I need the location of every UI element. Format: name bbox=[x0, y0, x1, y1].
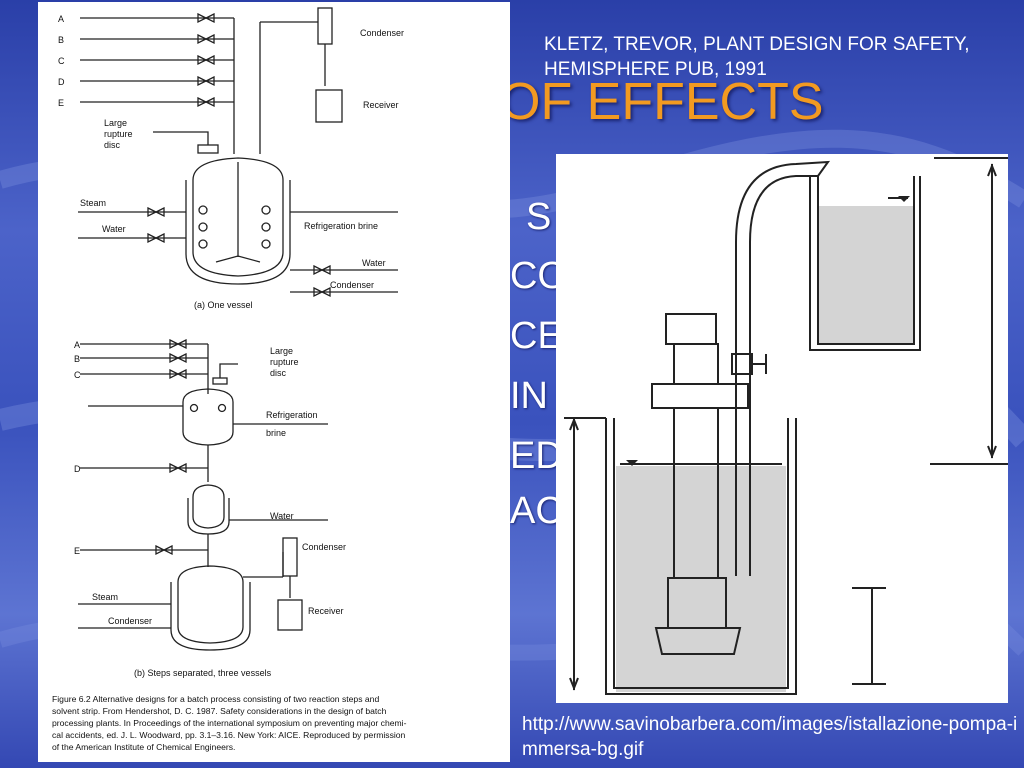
process-diagram-figure: A B C D E Condenser Receiver Large ruptu… bbox=[38, 2, 510, 762]
feed-label-a: A bbox=[74, 340, 80, 350]
water-label: Water bbox=[102, 224, 126, 234]
slide-title: OF EFFECTS bbox=[500, 73, 824, 131]
bullet-text: IN bbox=[510, 375, 548, 417]
rupture-disc-label: rupture bbox=[104, 129, 133, 139]
condenser-label: Condenser bbox=[108, 616, 152, 626]
rupture-disc-label: Large bbox=[104, 118, 127, 128]
condenser-label: Condenser bbox=[330, 280, 374, 290]
receiver-label: Receiver bbox=[308, 606, 344, 616]
refrigeration-label: Refrigeration bbox=[266, 410, 318, 420]
condenser-label: Condenser bbox=[360, 28, 404, 38]
feed-label-e: E bbox=[58, 98, 64, 108]
citation-text: KLETZ, TREVOR, PLANT DESIGN FOR SAFETY, … bbox=[544, 34, 970, 80]
bullet-text: CE bbox=[510, 315, 563, 357]
rupture-disc-label: rupture bbox=[270, 357, 299, 367]
caption-b: (b) Steps separated, three vessels bbox=[134, 668, 272, 678]
feed-label-e: E bbox=[74, 546, 80, 556]
rupture-disc-label: disc bbox=[104, 140, 121, 150]
water-label: Water bbox=[362, 258, 386, 268]
bullet-text: ED bbox=[510, 435, 563, 477]
caption-a: (a) One vessel bbox=[194, 300, 253, 310]
figure-caption-line: solvent strip. From Hendershot, D. C. 19… bbox=[52, 706, 387, 716]
refrigeration-brine-label: Refrigeration brine bbox=[304, 221, 378, 231]
water-label: Water bbox=[270, 511, 294, 521]
feed-label-b: B bbox=[58, 35, 64, 45]
bullet-text: AC bbox=[510, 490, 563, 532]
feed-label-b: B bbox=[74, 354, 80, 364]
bullet-text: S bbox=[526, 196, 552, 238]
brine-label: brine bbox=[266, 428, 286, 438]
rupture-disc-label: disc bbox=[270, 368, 287, 378]
steam-label: Steam bbox=[92, 592, 118, 602]
feed-label-d: D bbox=[74, 464, 81, 474]
feed-label-d: D bbox=[58, 77, 65, 87]
feed-label-c: C bbox=[74, 370, 81, 380]
figure-caption-line: processing plants. In Proceedings of the… bbox=[52, 718, 407, 728]
condenser-label: Condenser bbox=[302, 542, 346, 552]
steam-label: Steam bbox=[80, 198, 106, 208]
feed-label-c: C bbox=[58, 56, 65, 66]
source-url-link[interactable]: http://www.savinobarbera.com/images/ista… bbox=[522, 714, 1018, 760]
figure-caption-line: of the American Institute of Chemical En… bbox=[52, 742, 235, 752]
receiver-label: Receiver bbox=[363, 100, 399, 110]
figure-caption-line: cal accidents, ed. J. L. Woodward, pp. 3… bbox=[52, 730, 406, 740]
pump-installation-figure bbox=[556, 154, 1016, 703]
feed-label-a: A bbox=[58, 14, 64, 24]
figure-caption-line: Figure 6.2 Alternative designs for a bat… bbox=[52, 694, 379, 704]
rupture-disc-label: Large bbox=[270, 346, 293, 356]
